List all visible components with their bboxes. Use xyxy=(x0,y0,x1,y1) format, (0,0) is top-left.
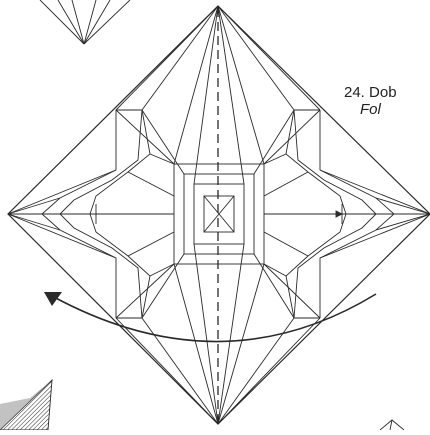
previous-step-fragment xyxy=(40,0,130,44)
step-number: 24. xyxy=(344,84,365,101)
main-diamond-model xyxy=(8,6,430,424)
step-subtitle: Fol xyxy=(344,101,430,118)
next-step-corner-fragment xyxy=(380,420,404,430)
step-label: 24. Dob Fol xyxy=(344,84,430,118)
next-step-fragment xyxy=(0,380,52,430)
step-title: Dob xyxy=(369,84,397,101)
